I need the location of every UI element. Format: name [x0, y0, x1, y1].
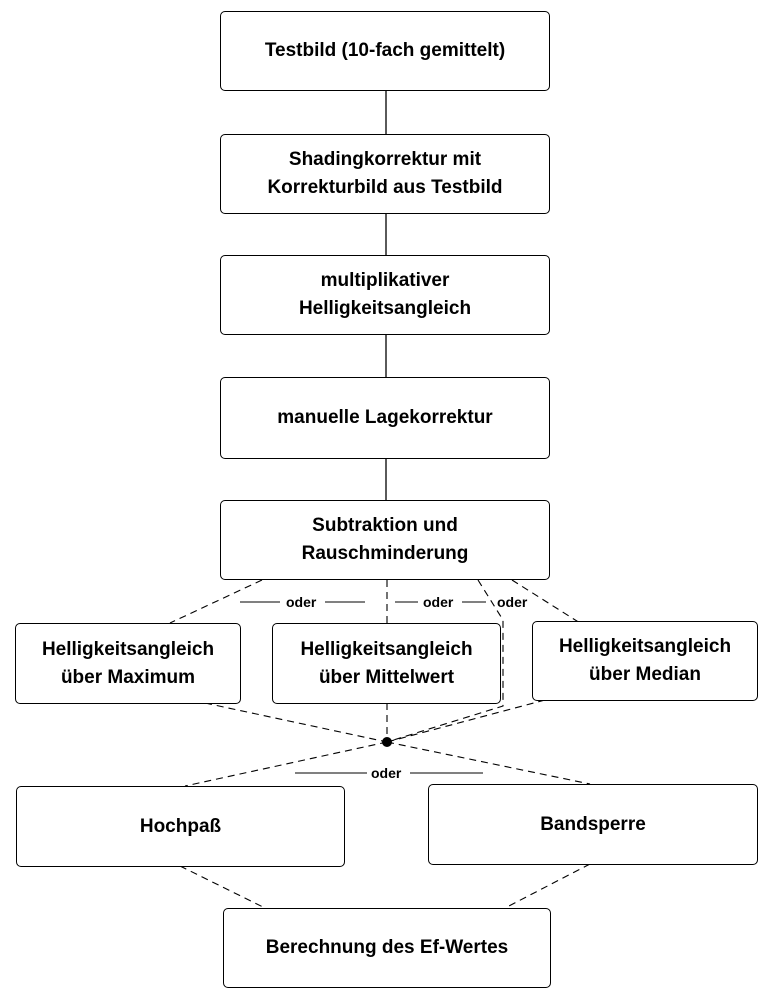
connector-bandsperre-berechnung — [504, 863, 591, 909]
step-subtraktion: Subtraktion und Rauschminderung — [220, 500, 550, 580]
option-median: Helligkeitsangleich über Median — [532, 621, 758, 701]
step-shading: Shadingkorrektur mit Korrekturbild aus T… — [220, 134, 550, 214]
filter-bandsperre-label: Bandsperre — [540, 813, 646, 835]
step-testbild-label: Testbild (10-fach gemittelt) — [264, 40, 506, 61]
option-maximum: Helligkeitsangleich über Maximum — [15, 623, 241, 704]
connector-junction-bandsperre — [386, 741, 591, 785]
connector-junction-hochpass — [184, 741, 388, 787]
filter-bandsperre: Bandsperre — [428, 784, 758, 865]
filter-hochpass-label: Hochpaß — [139, 815, 222, 837]
step-lagekorrektur-label: manuelle Lagekorrektur — [277, 407, 493, 428]
step-testbild: Testbild (10-fach gemittelt) — [220, 11, 550, 91]
step-multiplikativ-label: multiplikativer Helligkeitsangleich — [298, 270, 472, 319]
filter-hochpass: Hochpaß — [16, 786, 345, 867]
connector-median-junction — [386, 699, 546, 743]
connector-subtraktion-median — [511, 579, 581, 624]
connector-subtraktion-maximum — [169, 579, 263, 624]
oder-label-left: oder — [284, 594, 319, 610]
connector-subtraktion-junction — [386, 579, 504, 743]
oder-label-middle: oder — [421, 594, 456, 610]
oder-label-right: oder — [495, 594, 530, 610]
step-berechnung-label: Berechnung des Ef-Wertes — [265, 937, 509, 958]
step-shading-label: Shadingkorrektur mit Korrekturbild aus T… — [267, 149, 503, 198]
option-mittelwert: Helligkeitsangleich über Mittelwert — [272, 623, 501, 704]
option-mittelwert-label: Helligkeitsangleich über Mittelwert — [300, 638, 473, 688]
option-maximum-label: Helligkeitsangleich über Maximum — [41, 638, 215, 688]
oder-label-bottom: oder — [369, 765, 404, 781]
junction-dot — [382, 737, 392, 747]
step-lagekorrektur: manuelle Lagekorrektur — [220, 377, 550, 459]
step-subtraktion-label: Subtraktion und Rauschminderung — [301, 515, 469, 564]
connector-maximum-junction — [204, 702, 388, 743]
connector-hochpass-berechnung — [179, 865, 266, 909]
step-multiplikativ: multiplikativer Helligkeitsangleich — [220, 255, 550, 335]
option-median-label: Helligkeitsangleich über Median — [558, 636, 732, 685]
step-berechnung: Berechnung des Ef-Wertes — [223, 908, 551, 988]
